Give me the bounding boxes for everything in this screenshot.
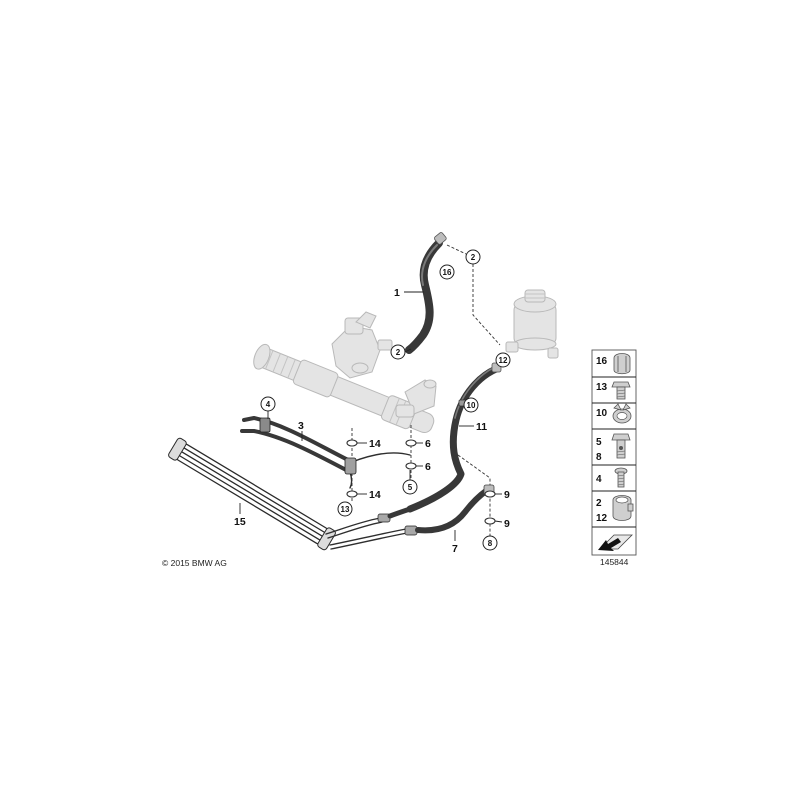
sealing-ring <box>405 462 417 470</box>
svg-text:8: 8 <box>488 539 493 548</box>
callout-14-top: 14 <box>369 438 381 450</box>
callout-10: 10 <box>463 397 479 413</box>
callout-4: 4 <box>260 396 276 412</box>
svg-text:2: 2 <box>396 348 401 357</box>
bolt-icon <box>611 381 631 400</box>
reservoir-ghost <box>505 289 559 359</box>
feed-hose <box>405 232 447 354</box>
sealing-rings <box>346 439 496 525</box>
callout-16: 16 <box>439 264 455 280</box>
callout-9-top: 9 <box>504 489 510 501</box>
callout-3: 3 <box>298 420 304 432</box>
svg-text:2: 2 <box>471 253 476 262</box>
leader-lines <box>239 291 503 541</box>
legend-number: 16 <box>596 356 608 367</box>
cooler-return-hose <box>415 484 495 534</box>
sealing-ring <box>346 439 358 447</box>
legend-number: 8 <box>596 452 602 463</box>
callout-5: 5 <box>402 479 418 495</box>
svg-text:4: 4 <box>266 400 271 409</box>
hollow-bolt-icon <box>611 433 631 459</box>
callout-2-bottom: 2 <box>390 344 406 360</box>
cooler-pipes <box>325 506 418 550</box>
hose-end-fitting <box>434 232 447 245</box>
legend-number: 5 <box>596 437 602 448</box>
legend-number: 13 <box>596 382 608 393</box>
steering-gear-ghost <box>253 311 437 434</box>
line-fitting <box>344 457 357 475</box>
legend-number: 10 <box>596 408 608 419</box>
pressure-line <box>240 416 411 489</box>
svg-text:12: 12 <box>499 356 508 365</box>
callout-6-top: 6 <box>425 438 431 450</box>
oil-cooler <box>168 437 336 551</box>
callout-1: 1 <box>394 287 400 299</box>
svg-text:16: 16 <box>443 268 452 277</box>
callout-15: 15 <box>234 516 246 528</box>
line-bracket <box>259 417 271 433</box>
legend-number: 2 <box>596 498 602 509</box>
callout-8: 8 <box>482 535 498 551</box>
callout-12: 12 <box>495 352 511 368</box>
legend-number: 12 <box>596 513 608 524</box>
callout-14-bottom: 14 <box>369 489 381 501</box>
sealing-ring <box>484 490 496 498</box>
svg-text:5: 5 <box>408 483 413 492</box>
small-parts-legend: 16 13 10 5 8 4 <box>591 349 637 556</box>
diagram-number: 145844 <box>600 557 629 567</box>
svg-text:10: 10 <box>467 401 476 410</box>
callout-13: 13 <box>337 501 353 517</box>
sealing-ring <box>484 517 496 525</box>
callout-6-bottom: 6 <box>425 461 431 473</box>
callout-7: 7 <box>452 543 458 555</box>
hose-clamp-icon <box>613 353 631 375</box>
callout-11: 11 <box>476 421 487 433</box>
legend-number: 4 <box>596 474 602 485</box>
svg-text:13: 13 <box>341 505 350 514</box>
arrow-icon <box>598 534 633 551</box>
sealing-ring <box>346 490 358 498</box>
callout-2-top: 2 <box>465 249 481 265</box>
screw-icon <box>614 467 628 488</box>
callout-9-bottom: 9 <box>504 518 510 530</box>
copyright-text: © 2015 BMW AG <box>162 558 227 568</box>
band-clamp-icon <box>612 495 634 521</box>
spring-clamp-icon <box>612 403 632 424</box>
sealing-ring <box>405 439 417 447</box>
